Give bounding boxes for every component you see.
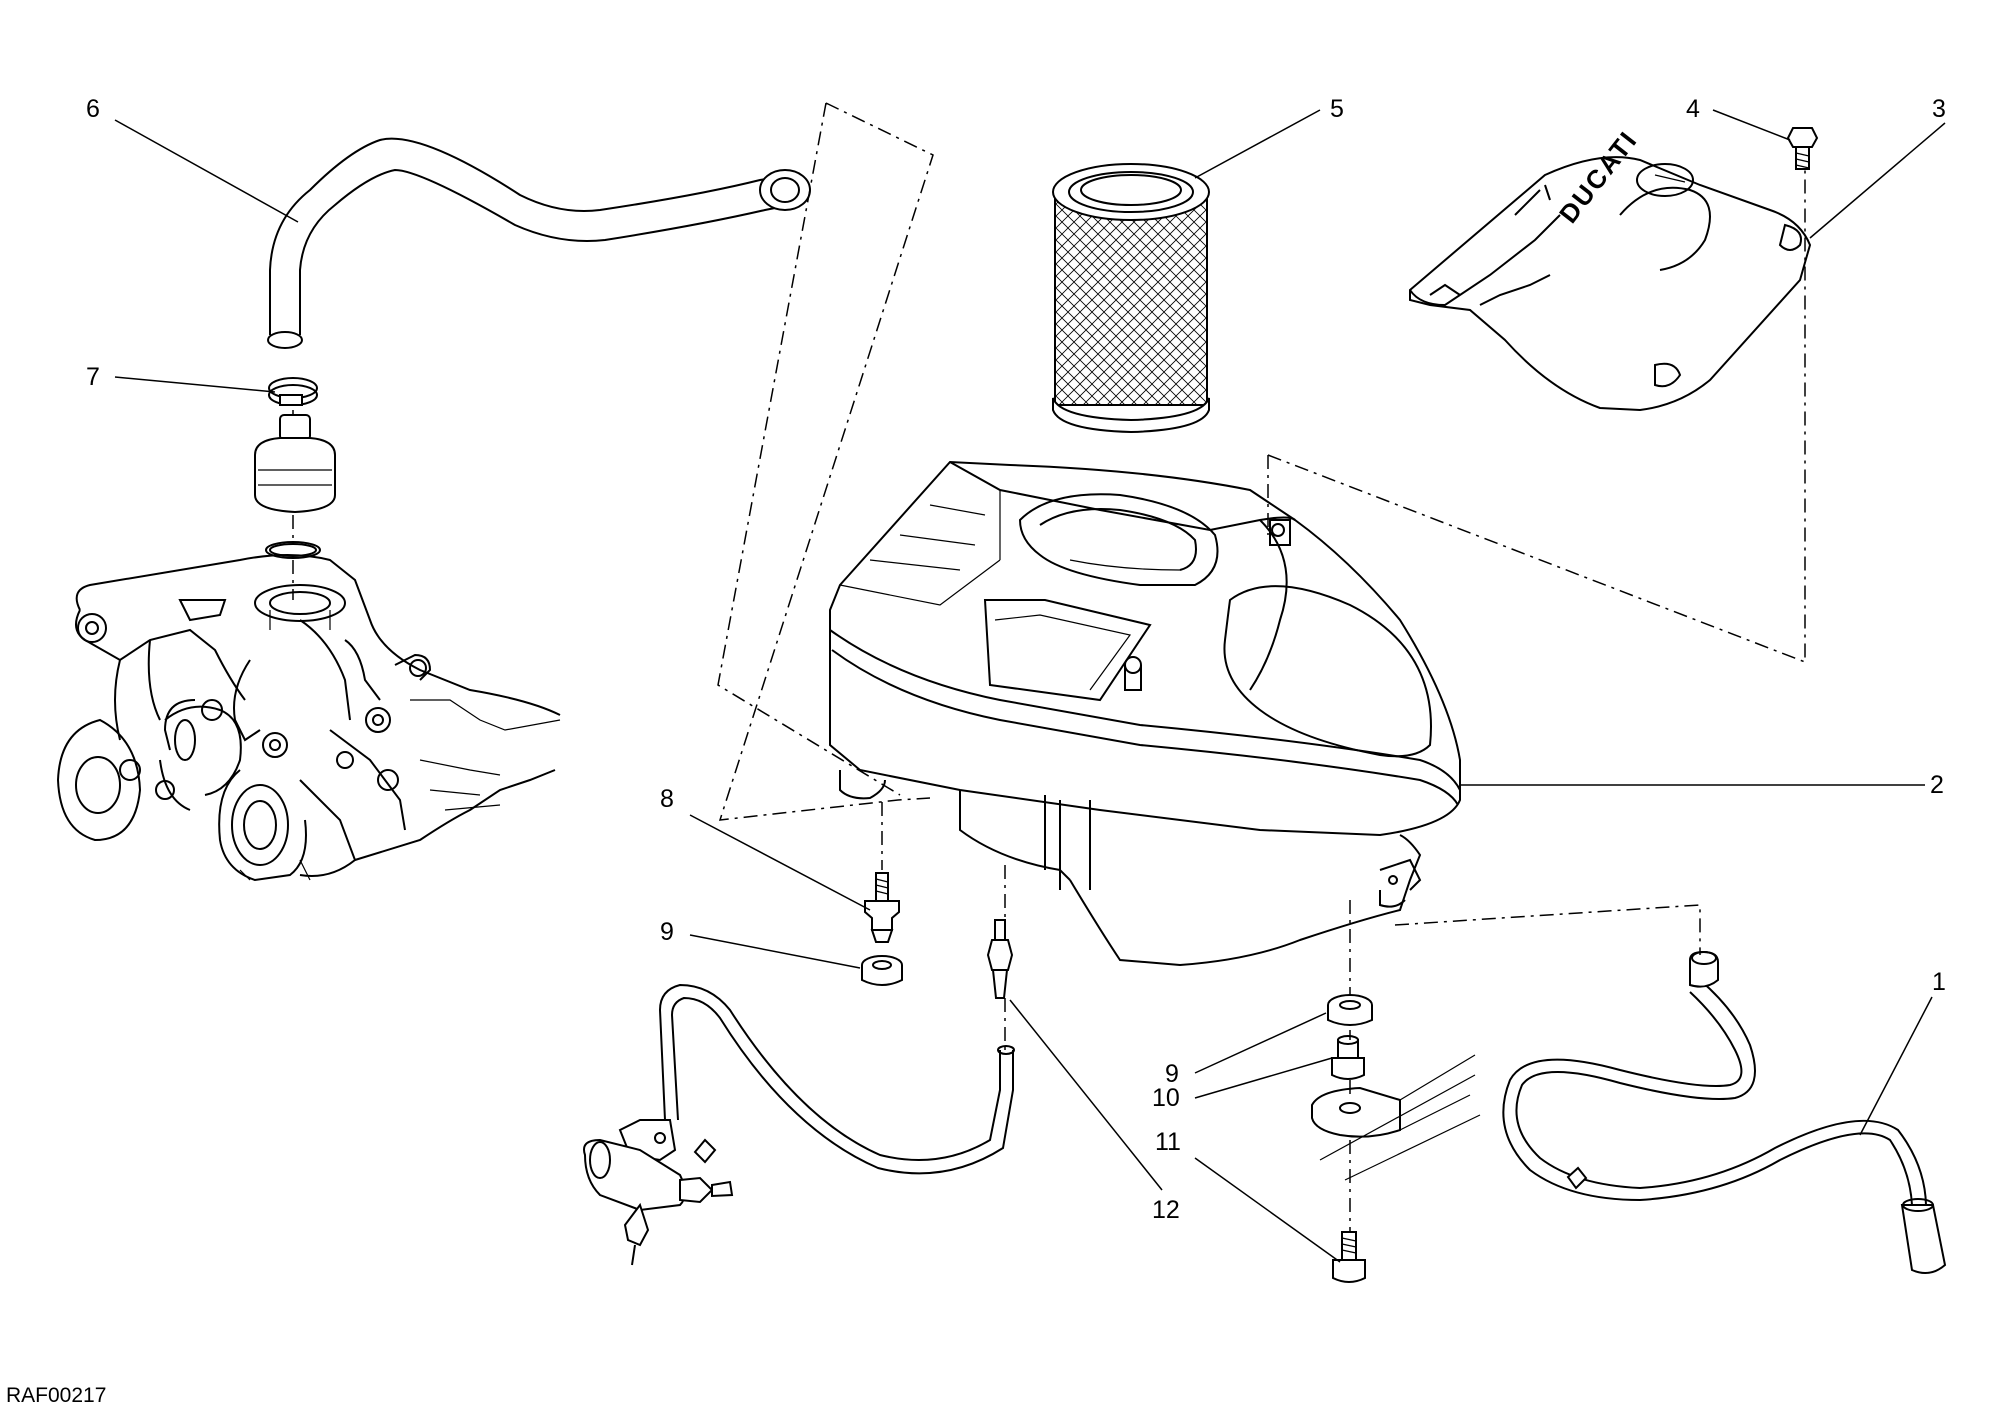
- drain-screw: [864, 872, 900, 943]
- fuel-valve: [583, 1119, 734, 1266]
- callout-8: 8: [660, 785, 674, 813]
- drawing-code: RAF00217: [6, 1384, 106, 1407]
- airbox: [829, 460, 1461, 967]
- callout-10: 10: [1152, 1084, 1180, 1112]
- mounting-bracket: [1311, 1054, 1481, 1181]
- rubber-grommet-right: [1327, 994, 1373, 1026]
- callout-5: 5: [1330, 95, 1344, 123]
- vent-hose: [1502, 950, 1947, 1275]
- leader-lines: [114, 109, 1946, 1263]
- callout-1: 1: [1932, 968, 1946, 996]
- callout-2: 2: [1930, 771, 1944, 799]
- callout-6: 6: [86, 95, 100, 123]
- airbox-cover: DUCATI: [1409, 125, 1812, 412]
- rubber-grommet-left: [861, 955, 903, 986]
- callout-labels: 1 2 3 4 5 6 7 8 9 9 10 11 12: [86, 95, 1946, 1224]
- callout-12: 12: [1152, 1196, 1180, 1224]
- callout-11: 11: [1155, 1128, 1181, 1156]
- engine-crankcase: [56, 554, 561, 882]
- spacer-bushing: [1331, 1035, 1365, 1080]
- bracket-screw: [1332, 1231, 1366, 1283]
- callout-9-right: 9: [1165, 1060, 1179, 1088]
- hose-clamp: [268, 377, 318, 406]
- drain-hose-left: [658, 983, 1015, 1175]
- callout-7: 7: [86, 363, 100, 391]
- callout-3: 3: [1932, 95, 1946, 123]
- assembly-centerlines: [292, 102, 1806, 1232]
- callout-4: 4: [1686, 95, 1700, 123]
- cover-screw: [1786, 127, 1819, 170]
- breather-hose: [267, 137, 811, 349]
- callout-9-left: 9: [660, 918, 674, 946]
- air-filter: [1052, 163, 1210, 434]
- drain-nipple: [986, 919, 1014, 999]
- breather-fitting: [254, 414, 336, 559]
